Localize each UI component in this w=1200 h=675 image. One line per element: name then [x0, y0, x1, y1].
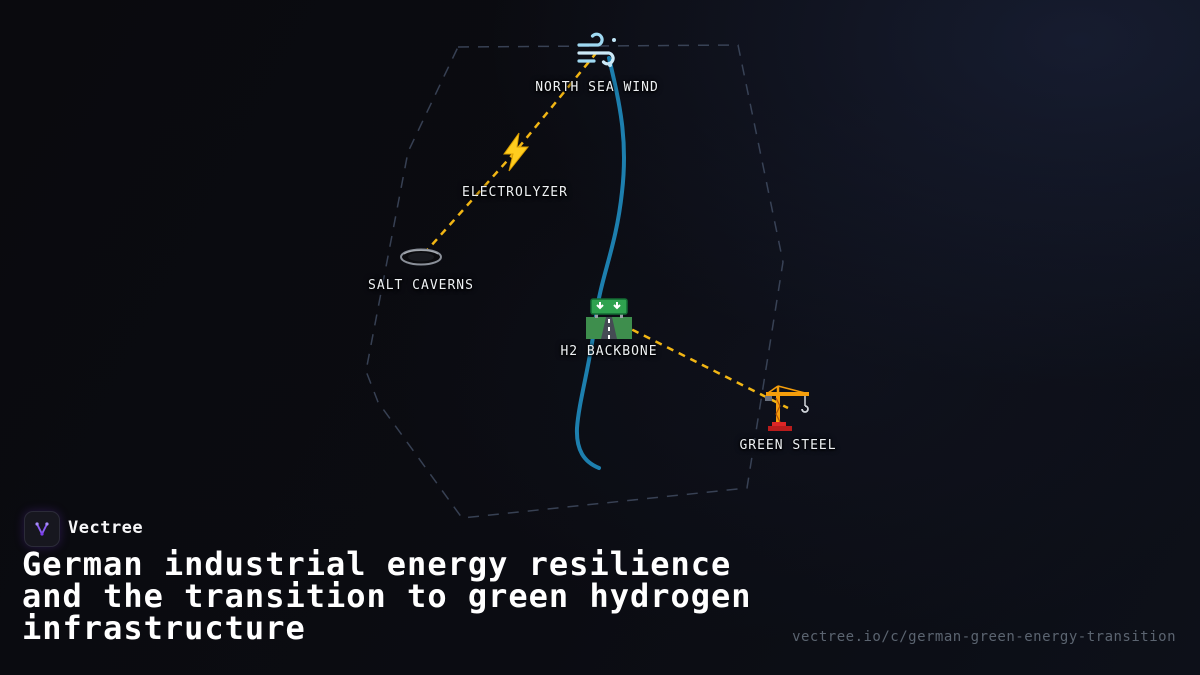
node-label-electrolyzer: ELECTROLYZER — [462, 185, 568, 200]
edge-electrolyzer-salt-caverns — [420, 151, 516, 258]
node-label-salt-caverns: SALT CAVERNS — [368, 278, 474, 293]
wind-icon — [574, 32, 620, 72]
motorway-icon — [586, 297, 632, 339]
edge-north-sea-wind-electrolyzer — [514, 51, 598, 153]
node-label-h2-backbone: H2 BACKBONE — [560, 344, 658, 359]
lightning-icon — [498, 132, 532, 172]
hole-icon — [398, 247, 444, 267]
crane-icon — [763, 384, 813, 432]
germany-outline — [365, 44, 784, 519]
node-label-north-sea-wind: NORTH SEA WIND — [535, 80, 659, 95]
node-label-green-steel: GREEN STEEL — [739, 438, 837, 453]
